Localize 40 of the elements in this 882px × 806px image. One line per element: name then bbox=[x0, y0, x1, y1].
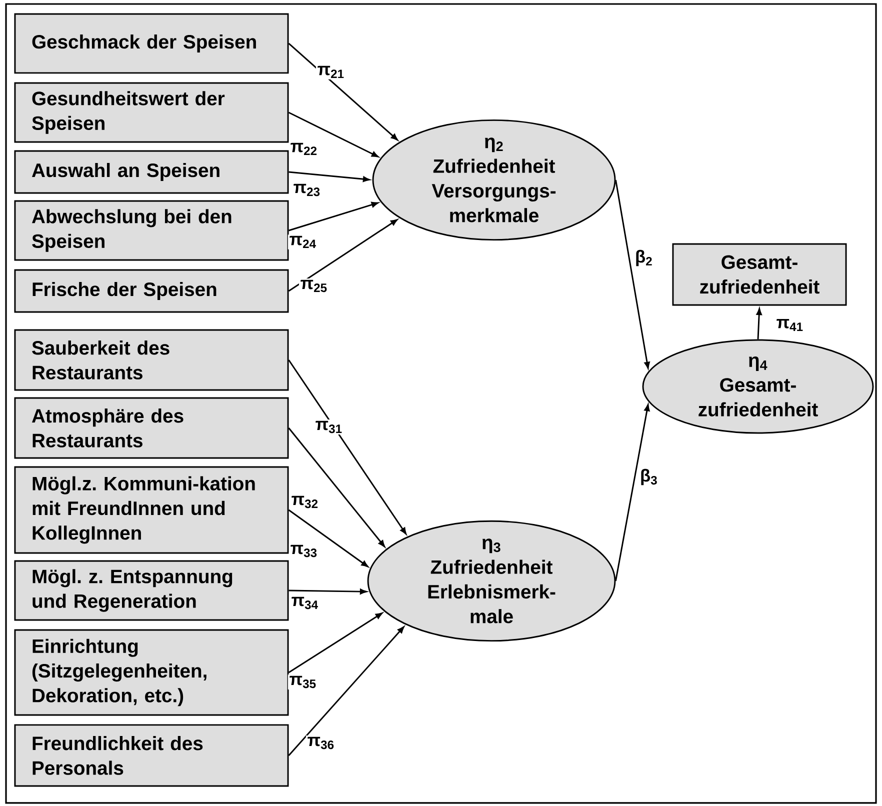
arrow bbox=[288, 626, 404, 756]
indicator-box: Geschmack der Speisen bbox=[14, 13, 289, 74]
arrow bbox=[288, 360, 407, 534]
edge-label: π$_{21}$ bbox=[316, 64, 346, 80]
arrow bbox=[288, 202, 378, 232]
edge-label: β$_{3}$ bbox=[638, 468, 660, 486]
indicator-box: Gesundheitswert der Speisen bbox=[14, 82, 289, 143]
indicator-box: Abwechslung bei den Speisen bbox=[14, 200, 289, 261]
edge-label: β$_{2}$ bbox=[634, 248, 654, 268]
edge-label: π$_{22}$ bbox=[288, 142, 320, 156]
indicator-box: Mögl. z. Entspannung und Regeneration bbox=[14, 560, 289, 621]
edge-label: π$_{24}$ bbox=[288, 234, 318, 250]
edge-label: π$_{32}$ bbox=[290, 494, 320, 510]
indicator-box: Mögl.z. Kommuni-kation mit FreundInnen und KollegInnen bbox=[14, 466, 289, 554]
arrow bbox=[288, 219, 398, 292]
arrow bbox=[288, 588, 367, 594]
indicator-box: Gesamt-zufriedenheit bbox=[672, 243, 847, 306]
indicator-box: Sauberkeit des Restaurants bbox=[14, 329, 289, 391]
indicator-box: Einrichtung (Sitzgelegenheiten, Dekoration, etc.) bbox=[14, 629, 289, 716]
arrow bbox=[615, 180, 650, 369]
arrow bbox=[756, 308, 762, 340]
arrow bbox=[614, 404, 650, 582]
indicator-box: Atmosphäre des Restaurants bbox=[14, 397, 289, 459]
edge-label: π$_{23}$ bbox=[292, 182, 322, 198]
arrow bbox=[288, 428, 386, 548]
arrow bbox=[288, 112, 379, 158]
edge-label: π$_{36}$ bbox=[306, 736, 336, 750]
indicator-box: Frische der Speisen bbox=[14, 269, 289, 313]
arrow bbox=[288, 42, 398, 140]
arrow bbox=[288, 612, 382, 674]
edge-label: π$_{31}$ bbox=[314, 420, 344, 434]
indicator-box: Auswahl an Speisen bbox=[14, 150, 289, 194]
indicator-box: Freundlichkeit des Personals bbox=[14, 724, 289, 787]
arrow bbox=[288, 171, 370, 182]
edge-label: π$_{35}$ bbox=[288, 674, 318, 690]
edge-label: π$_{25}$ bbox=[298, 278, 330, 294]
edge-label: π$_{33}$ bbox=[288, 544, 320, 558]
arrow bbox=[288, 509, 368, 568]
edge-label: π$_{41}$ bbox=[774, 318, 806, 332]
edge-label: π$_{34}$ bbox=[290, 596, 320, 610]
